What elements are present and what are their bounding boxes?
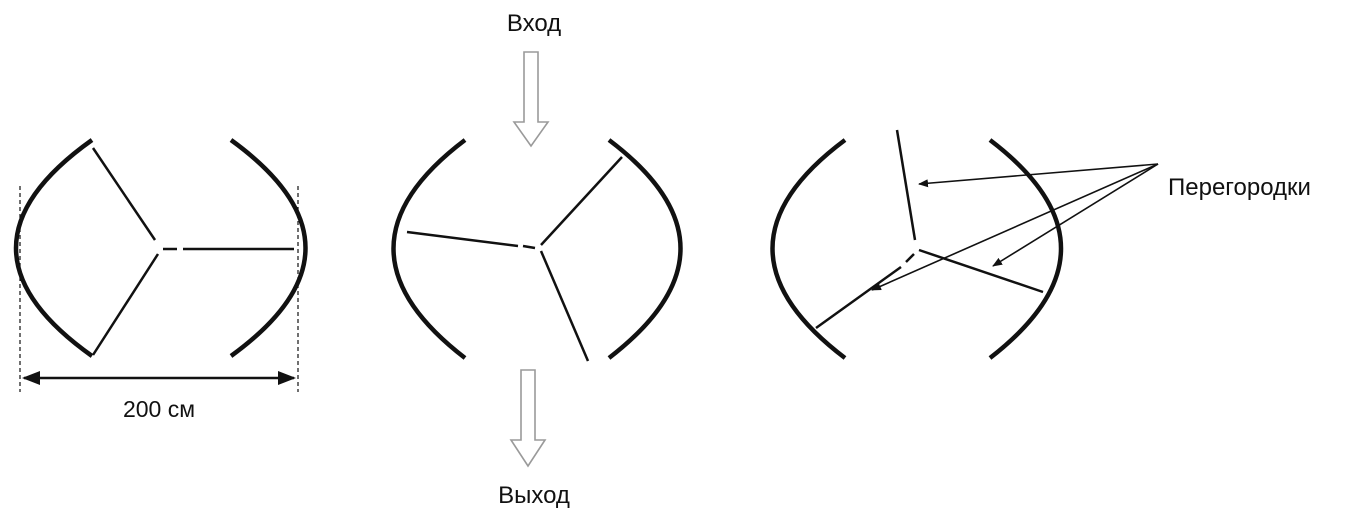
pointer-to-vertical-partition <box>918 163 1159 188</box>
figure-3-partition-vertical <box>895 129 917 241</box>
figure-1-right-wall <box>229 138 308 358</box>
exit-arrow <box>509 369 547 468</box>
figure-3-partition-lower-left <box>815 265 902 330</box>
entry-arrow <box>512 51 550 148</box>
figure-2-partition-upper-right <box>540 156 623 246</box>
dimension-arrowhead-left <box>22 371 40 385</box>
figure-3-pen <box>770 129 1064 360</box>
figure-3-partition-right <box>918 248 1044 294</box>
figure-1-pen <box>13 138 308 358</box>
figure-2-partition-center-stub <box>522 244 536 250</box>
figure-2-right-wall <box>607 138 683 360</box>
figure-1-partition-lower <box>91 253 160 356</box>
figure-3-left-wall <box>770 138 847 360</box>
figure-1-partition-upper <box>91 147 157 241</box>
pointer-to-lower-partition <box>871 163 1159 291</box>
width-dimension-label: 200 см <box>122 396 196 422</box>
entry-label: Вход <box>506 10 562 37</box>
figure-2-pen <box>391 138 683 362</box>
partitions-label: Перегородки <box>1168 174 1311 201</box>
exit-label: Выход <box>498 482 570 509</box>
pointer-to-right-partition <box>992 163 1159 267</box>
figure-1-left-wall <box>13 138 94 358</box>
figure-2-partition-lower <box>539 250 590 362</box>
figure-2-left-wall <box>391 138 467 360</box>
figure-3-right-wall <box>988 138 1064 360</box>
figure-2-partition-left <box>406 230 519 248</box>
partition-pointer-lines <box>871 163 1159 291</box>
figure-3-partition-center-stub <box>905 253 915 263</box>
dimension-arrowhead-right <box>278 371 296 385</box>
width-dimension <box>19 186 299 392</box>
